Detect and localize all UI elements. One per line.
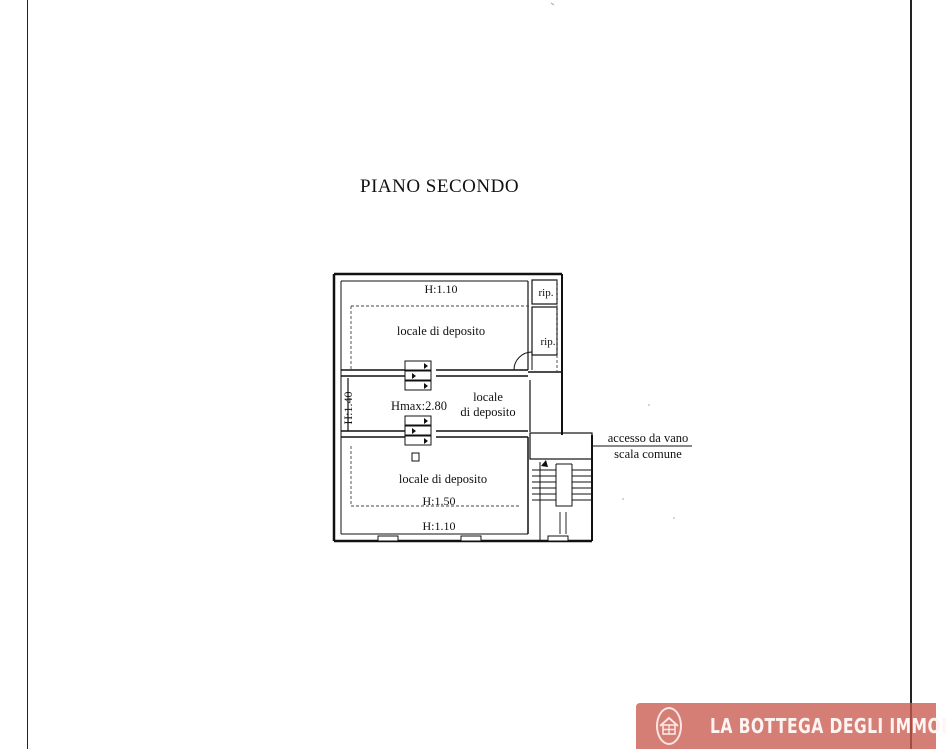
chimney-square bbox=[411, 452, 420, 462]
faint-marks bbox=[550, 2, 675, 519]
top-room-label: locale di deposito bbox=[397, 324, 485, 338]
rip-top-label: rip. bbox=[539, 287, 554, 299]
middle-height-label: Hmax:2.80 bbox=[391, 399, 447, 413]
middle-room-label-line2: di deposito bbox=[460, 405, 515, 419]
bottom-room-dashed-outline bbox=[350, 446, 521, 507]
bottom-inner-height-label: H:1.50 bbox=[423, 494, 456, 508]
bottom-room-label: locale di deposito bbox=[399, 472, 487, 486]
top-height-label: H:1.10 bbox=[425, 282, 458, 296]
top-room-walls bbox=[341, 281, 529, 377]
side-height-label: H:1.40 bbox=[341, 392, 355, 425]
house-icon bbox=[656, 707, 682, 745]
floor-title: PIANO SECONDO bbox=[360, 176, 520, 197]
rip-bottom-label: rip. bbox=[541, 336, 556, 348]
bottom-height-label: H:1.10 bbox=[423, 519, 456, 533]
stair-direction-arrow bbox=[541, 460, 548, 467]
left-border-line bbox=[27, 0, 28, 749]
middle-room-label-line1: locale bbox=[473, 390, 503, 404]
door-arc bbox=[513, 351, 562, 373]
stair-steps bbox=[532, 469, 592, 534]
top-room-dashed-outline bbox=[350, 305, 531, 370]
right-border-line bbox=[910, 0, 912, 749]
watermark-text: LA BOTTEGA DEGLI IMMOBILI bbox=[710, 714, 946, 738]
trapdoor-arrows bbox=[412, 363, 428, 444]
trapdoor-symbols bbox=[404, 360, 432, 446]
access-label-line2: scala comune bbox=[614, 447, 682, 461]
agency-watermark: LA BOTTEGA DEGLI IMMOBILI bbox=[636, 703, 946, 749]
bottom-windows bbox=[377, 535, 569, 542]
access-label-line1: accesso da vano bbox=[608, 431, 689, 445]
stairwell bbox=[529, 432, 593, 541]
middle-room-walls bbox=[341, 378, 531, 438]
